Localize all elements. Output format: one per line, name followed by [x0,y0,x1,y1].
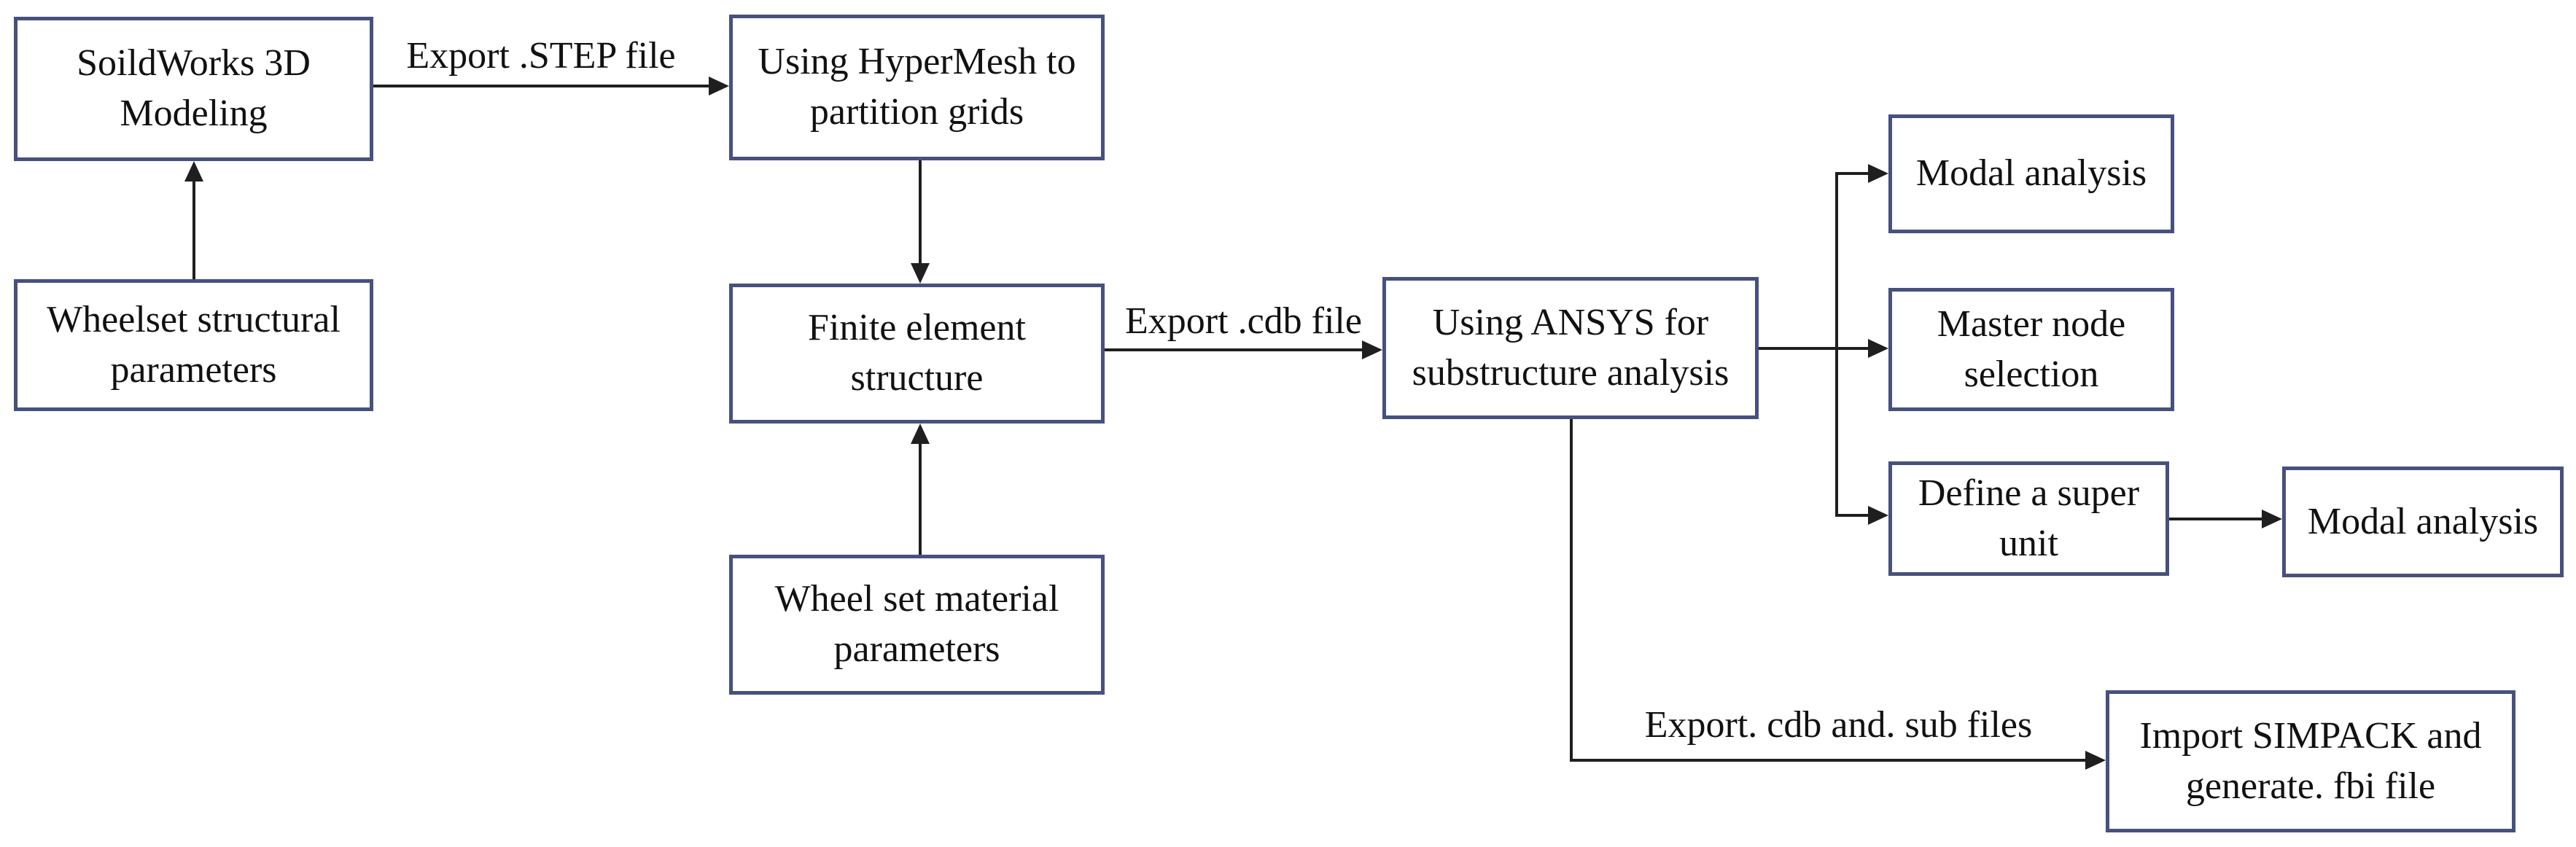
node-define-super-unit: Define a super unit [1888,461,2169,576]
node-modal-analysis-top: Modal analysis [1888,114,2174,233]
node-solidworks-3d-modeling: SoildWorks 3D Modeling [14,17,373,161]
connector-ansys-to-simpack-line [1570,759,2085,762]
arrowhead-up-icon [184,161,203,182]
connector-trunk-to-super-unit-line [1837,514,1868,517]
connector-hypermesh-to-finite-element-line [919,160,922,263]
arrowhead-right-icon [1868,506,1888,525]
node-wheelset-structural-parameters: Wheelset structural parameters [14,279,373,411]
arrowhead-right-icon [1362,340,1382,359]
connector-ansys-down-line [1570,419,1573,762]
arrowhead-down-icon [911,263,930,284]
arrowhead-right-icon [2262,510,2282,528]
connector-super-unit-to-modal-analysis-line [2169,518,2262,520]
node-import-simpack-generate-fbi: Import SIMPACK and generate. fbi file [2106,690,2515,832]
connector-branch-trunk-line [1835,172,1838,517]
node-ansys-substructure-analysis: Using ANSYS for substructure analysis [1382,277,1759,419]
connector-wheelset-to-solidworks-line [192,180,195,279]
arrowhead-right-icon [1868,339,1888,358]
connector-ansys-to-master-node-line [1759,347,1868,350]
connector-trunk-to-modal-analysis-line [1837,172,1868,175]
node-wheelset-material-parameters: Wheel set material parameters [729,555,1105,695]
connector-finite-element-to-ansys-line [1105,348,1362,351]
connector-solidworks-to-hypermesh-line [373,85,709,87]
arrowhead-right-icon [2085,751,2106,770]
arrowhead-right-icon [709,77,729,95]
node-modal-analysis-right: Modal analysis [2282,467,2564,577]
edge-label-export-step-file: Export .STEP file [406,35,676,77]
node-finite-element-structure: Finite element structure [729,284,1105,424]
edge-label-export-cdb-file: Export .cdb file [1125,300,1362,342]
node-master-node-selection: Master node selection [1888,288,2174,411]
edge-label-export-cdb-sub-files: Export. cdb and. sub files [1644,704,2033,746]
arrowhead-up-icon [911,424,930,444]
arrowhead-right-icon [1868,164,1888,183]
node-hypermesh-partition-grids: Using HyperMesh to partition grids [729,15,1105,160]
connector-material-to-finite-element-line [919,444,922,555]
